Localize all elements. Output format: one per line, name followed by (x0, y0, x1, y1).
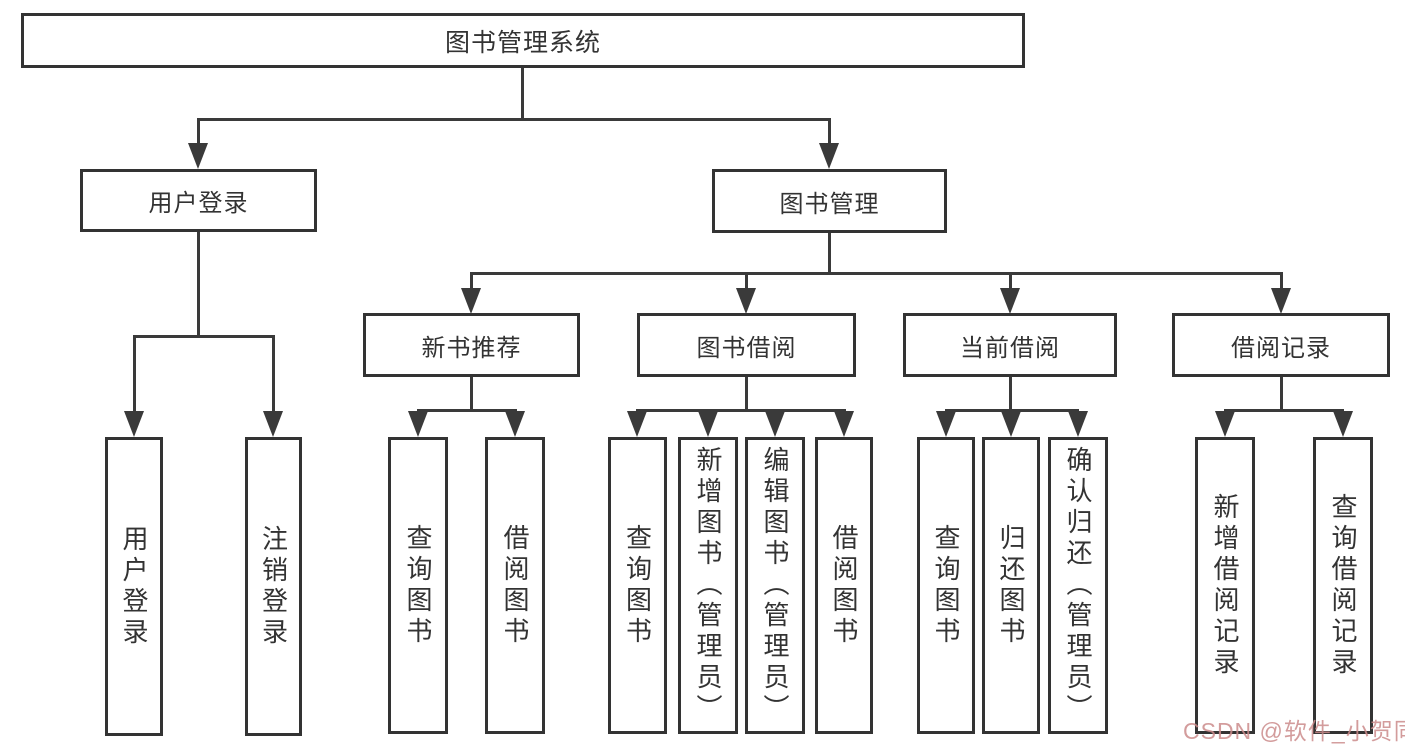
leaf-edit-book-admin: 编辑图书（管理员） (745, 437, 805, 734)
connector-to-borrowing (745, 272, 748, 292)
leaf-edit-book-admin-label: 编辑图书（管理员） (760, 446, 790, 725)
connector-borrowing-branch (636, 409, 846, 412)
node-library-system-label: 图书管理系统 (444, 28, 601, 57)
connector-to-recommend (470, 272, 473, 292)
connector-to-leaf-logout (272, 335, 275, 413)
node-user-login: 用户登录 (80, 169, 317, 232)
node-new-book-recommendation-label: 新书推荐 (421, 334, 522, 362)
leaf-user-login: 用户登录 (105, 437, 163, 736)
connector-login-stem (197, 232, 200, 335)
arrow-down-icon (461, 288, 481, 314)
leaf-query-books-borrowing-label: 查询图书 (622, 523, 653, 648)
leaf-confirm-return-admin: 确认归还（管理员） (1048, 437, 1108, 734)
leaf-query-books-recommend-label: 查询图书 (403, 523, 433, 648)
leaf-user-login-label: 用户登录 (119, 524, 149, 649)
arrow-down-icon (263, 411, 283, 437)
node-library-system: 图书管理系统 (21, 13, 1025, 68)
connector-root-branch (197, 118, 831, 121)
leaf-borrow-books-borrowing-label: 借阅图书 (829, 523, 859, 648)
leaf-add-book-admin: 新增图书（管理员） (678, 437, 738, 734)
arrow-down-icon (188, 143, 208, 169)
leaf-logout-label: 注销登录 (258, 524, 289, 649)
node-current-borrowing: 当前借阅 (903, 313, 1117, 377)
leaf-return-books: 归还图书 (982, 437, 1040, 734)
arrow-down-icon (834, 411, 854, 437)
leaf-borrow-books-recommend-label: 借阅图书 (500, 523, 530, 648)
connector-to-user-login (197, 118, 200, 148)
node-book-borrowing-label: 图书借阅 (696, 334, 797, 362)
leaf-query-books-borrowing: 查询图书 (608, 437, 667, 734)
leaf-add-borrowing-record-label: 新增借阅记录 (1210, 492, 1240, 679)
connector-login-branch (133, 335, 275, 338)
connector-current-stem (1009, 377, 1012, 409)
leaf-query-borrowing-record-label: 查询借阅记录 (1328, 492, 1358, 679)
leaf-return-books-label: 归还图书 (996, 523, 1026, 648)
csdn-watermark: CSDN @软件_小贺同学 (1183, 718, 1405, 744)
leaf-borrow-books-borrowing: 借阅图书 (815, 437, 873, 734)
arrow-down-icon (1215, 411, 1235, 437)
arrow-down-icon (1000, 288, 1020, 314)
arrow-down-icon (627, 411, 647, 437)
connector-recommend-branch (417, 409, 517, 412)
connector-records-branch (1224, 409, 1344, 412)
node-current-borrowing-label: 当前借阅 (960, 334, 1060, 362)
leaf-query-books-current: 查询图书 (917, 437, 975, 734)
arrow-down-icon (1271, 288, 1291, 314)
connector-to-current (1009, 272, 1012, 292)
arrow-down-icon (819, 143, 839, 169)
arrow-down-icon (765, 411, 785, 437)
node-book-management: 图书管理 (712, 169, 947, 233)
arrow-down-icon (736, 288, 756, 314)
connector-records-stem (1280, 377, 1283, 409)
leaf-add-borrowing-record: 新增借阅记录 (1195, 437, 1255, 734)
node-borrowing-records: 借阅记录 (1172, 313, 1390, 377)
connector-borrowing-stem (745, 377, 748, 409)
node-borrowing-records-label: 借阅记录 (1231, 334, 1331, 362)
leaf-add-book-admin-label: 新增图书（管理员） (693, 446, 723, 725)
connector-root-stem (521, 68, 524, 118)
arrow-down-icon (408, 411, 428, 437)
node-book-management-label: 图书管理 (779, 190, 880, 218)
arrow-down-icon (1333, 411, 1353, 437)
node-user-login-label: 用户登录 (148, 190, 249, 217)
leaf-query-books-recommend: 查询图书 (388, 437, 448, 734)
connector-current-branch (945, 409, 1079, 412)
leaf-query-books-current-label: 查询图书 (931, 523, 961, 648)
connector-management-branch (470, 272, 1282, 275)
connector-to-records (1280, 272, 1283, 292)
arrow-down-icon (1068, 411, 1088, 437)
leaf-logout: 注销登录 (245, 437, 302, 736)
connector-to-book-management (828, 118, 831, 148)
arrow-down-icon (936, 411, 956, 437)
connector-to-leaf-user-login (133, 335, 136, 413)
leaf-confirm-return-admin-label: 确认归还（管理员） (1063, 446, 1093, 725)
connector-management-stem (828, 233, 831, 272)
node-new-book-recommendation: 新书推荐 (363, 313, 580, 377)
leaf-borrow-books-recommend: 借阅图书 (485, 437, 545, 734)
node-book-borrowing: 图书借阅 (637, 313, 856, 377)
arrow-down-icon (124, 411, 144, 437)
arrow-down-icon (698, 411, 718, 437)
arrow-down-icon (1001, 411, 1021, 437)
connector-recommend-stem (470, 377, 473, 409)
leaf-query-borrowing-record: 查询借阅记录 (1313, 437, 1373, 734)
arrow-down-icon (505, 411, 525, 437)
